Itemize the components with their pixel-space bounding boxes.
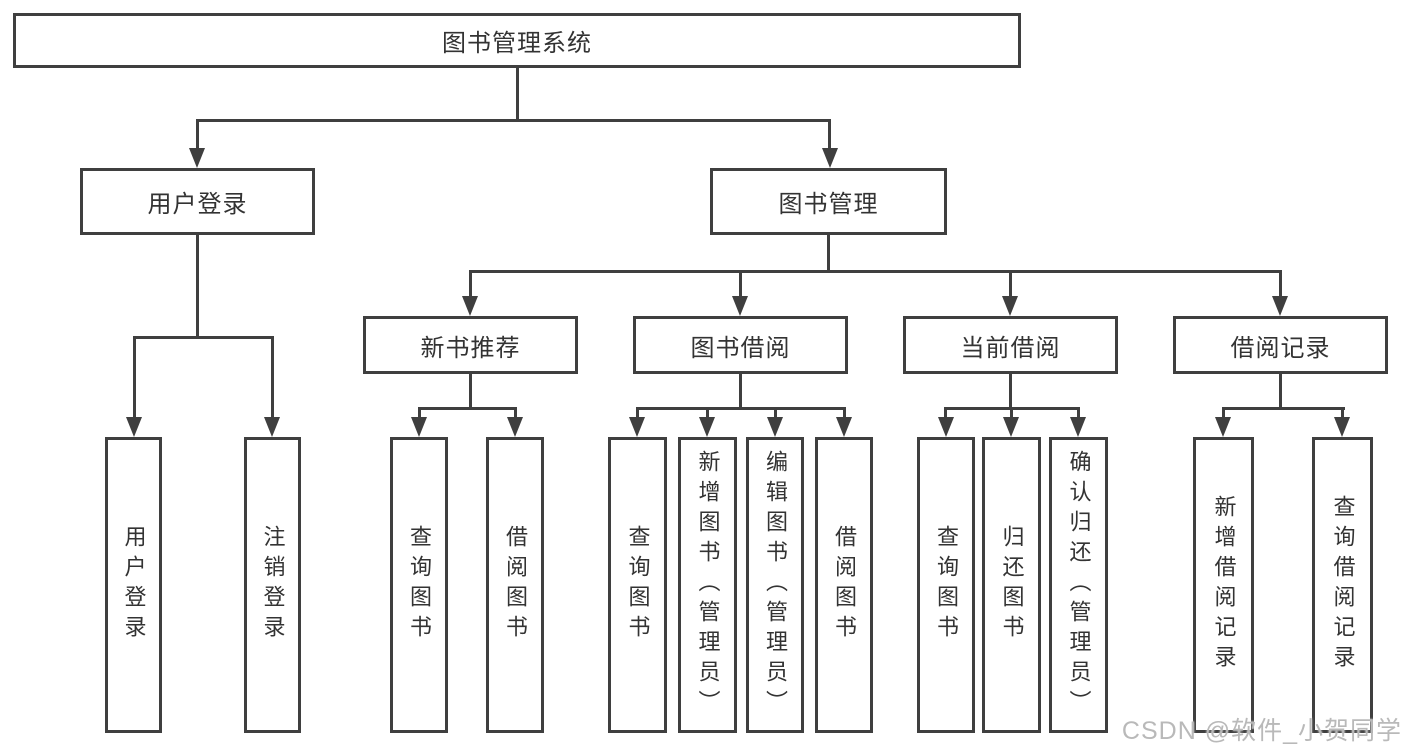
node-new-book-recommendation: 新书推荐 [363, 316, 578, 374]
arrow-down-icon [938, 417, 954, 437]
node-label: 归还图书 [999, 525, 1025, 645]
connector-line [1222, 407, 1225, 417]
node-label: 借阅记录 [1230, 334, 1331, 362]
connector-line [828, 119, 831, 148]
connector-line [196, 119, 199, 148]
arrow-down-icon [507, 417, 523, 437]
node-borrowing-records: 借阅记录 [1173, 316, 1388, 374]
arrow-down-icon [1272, 296, 1288, 316]
node-label: 注销登录 [260, 525, 286, 645]
connector-line [271, 336, 274, 417]
connector-line [1010, 407, 1013, 417]
node-book-borrowing: 图书借阅 [633, 316, 848, 374]
node-label: 查询借阅记录 [1330, 495, 1356, 675]
connector-line [944, 407, 947, 417]
arrow-down-icon [629, 417, 645, 437]
node-label: 用户登录 [147, 191, 248, 218]
arrow-down-icon [462, 296, 478, 316]
arrow-down-icon [836, 417, 852, 437]
connector-line [774, 407, 777, 417]
connector-line [1077, 407, 1080, 417]
connector-line [196, 119, 831, 122]
leaf-add-books-admin: 新增图书（管理员） [678, 437, 737, 733]
node-label: 当前借阅 [960, 334, 1061, 362]
leaf-query-books-borrowing: 查询图书 [608, 437, 667, 733]
connector-line [739, 270, 742, 296]
connector-line [514, 407, 517, 417]
node-label: 查询图书 [407, 525, 432, 645]
connector-line [636, 407, 846, 410]
arrow-down-icon [189, 148, 205, 168]
connector-line [1222, 407, 1345, 410]
leaf-edit-books-admin: 编辑图书（管理员） [746, 437, 804, 733]
leaf-logout-login: 注销登录 [244, 437, 301, 733]
node-label: 借阅图书 [503, 525, 528, 645]
arrow-down-icon [699, 417, 715, 437]
node-label: 借阅图书 [832, 525, 857, 645]
connector-line [739, 374, 742, 407]
node-label: 查询图书 [934, 525, 959, 645]
arrow-down-icon [767, 417, 783, 437]
node-label: 新增借阅记录 [1211, 495, 1237, 675]
leaf-add-borrow-record: 新增借阅记录 [1193, 437, 1254, 733]
connector-line [843, 407, 846, 417]
node-label: 图书管理系统 [442, 30, 592, 57]
arrow-down-icon [264, 417, 280, 437]
connector-line [706, 407, 709, 417]
arrow-down-icon [126, 417, 142, 437]
leaf-query-books-current: 查询图书 [917, 437, 975, 733]
arrow-down-icon [822, 148, 838, 168]
connector-line [1279, 374, 1282, 407]
node-label: 用户登录 [121, 525, 147, 645]
leaf-borrow-books-recommend: 借阅图书 [486, 437, 544, 733]
connector-line [133, 336, 274, 339]
arrow-down-icon [1070, 417, 1086, 437]
connector-line [418, 407, 421, 417]
node-label: 新书推荐 [420, 334, 521, 362]
connector-line [516, 68, 519, 119]
connector-line [827, 235, 830, 270]
arrow-down-icon [732, 296, 748, 316]
leaf-borrow-books-borrowing: 借阅图书 [815, 437, 873, 733]
connector-line [469, 374, 472, 407]
node-label: 图书管理 [778, 191, 879, 218]
node-current-borrowing: 当前借阅 [903, 316, 1118, 374]
arrow-down-icon [1002, 296, 1018, 316]
connector-line [1009, 270, 1012, 296]
node-label: 图书借阅 [690, 334, 791, 362]
arrow-down-icon [1215, 417, 1231, 437]
connector-line [418, 407, 517, 410]
arrow-down-icon [411, 417, 427, 437]
connector-line [196, 235, 199, 336]
arrow-down-icon [1003, 417, 1019, 437]
node-library-system: 图书管理系统 [13, 13, 1021, 68]
leaf-return-books: 归还图书 [982, 437, 1041, 733]
connector-line [469, 270, 1281, 273]
connector-line [1009, 374, 1012, 407]
arrow-down-icon [1334, 417, 1350, 437]
connector-line [1341, 407, 1344, 417]
node-label: 确认归还（管理员） [1066, 450, 1092, 720]
connector-line [133, 336, 136, 417]
leaf-confirm-return-admin: 确认归还（管理员） [1049, 437, 1108, 733]
node-label: 新增图书（管理员） [695, 450, 721, 720]
leaf-query-books-recommend: 查询图书 [390, 437, 448, 733]
connector-line [469, 270, 472, 296]
node-label: 查询图书 [625, 525, 651, 645]
node-book-management: 图书管理 [710, 168, 947, 235]
leaf-user-login: 用户登录 [105, 437, 162, 733]
leaf-query-borrow-record: 查询借阅记录 [1312, 437, 1373, 733]
csdn-watermark: CSDN @软件_小贺同学 [1121, 717, 1402, 745]
connector-line [636, 407, 639, 417]
connector-line [1279, 270, 1282, 296]
node-label: 编辑图书（管理员） [763, 450, 788, 720]
node-user-login: 用户登录 [80, 168, 315, 235]
